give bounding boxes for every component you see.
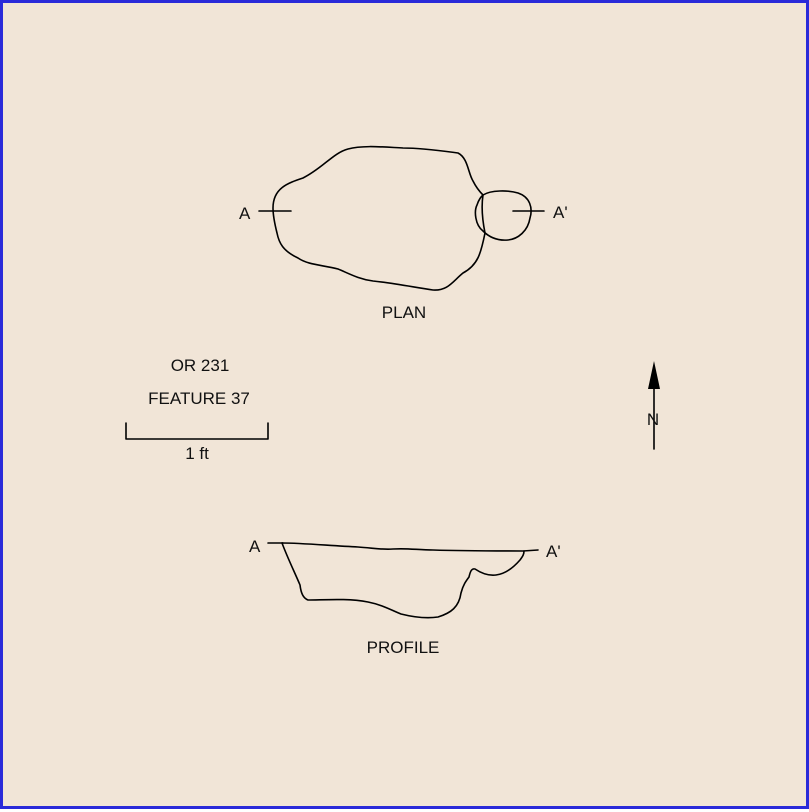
north-arrow-label: N (647, 410, 659, 429)
plan-main-outline (272, 145, 486, 291)
scale-bar: 1 ft (125, 422, 269, 463)
site-id: OR 231 (171, 356, 230, 375)
scale-bar-label: 1 ft (185, 444, 209, 463)
scale-bar-line (125, 422, 269, 440)
plan-lobe-outline (474, 190, 532, 241)
feature-drawing: A A' PLAN OR 231 FEATURE 37 1 ft N A A' (125, 145, 660, 657)
plan-title: PLAN (382, 303, 426, 322)
feature-number: FEATURE 37 (148, 389, 250, 408)
profile-label-a-prime: A' (546, 542, 561, 561)
profile-view: A A' PROFILE (249, 537, 561, 657)
plan-view: A A' PLAN (239, 145, 568, 322)
profile-ground-line (281, 542, 539, 552)
profile-cut-outline (281, 542, 525, 619)
north-arrow-head (648, 361, 660, 389)
profile-label-a: A (249, 537, 261, 556)
plan-label-a-prime: A' (553, 203, 568, 222)
site-info: OR 231 FEATURE 37 (148, 356, 250, 408)
profile-title: PROFILE (367, 638, 440, 657)
plan-label-a: A (239, 204, 251, 223)
north-arrow: N (647, 361, 660, 450)
